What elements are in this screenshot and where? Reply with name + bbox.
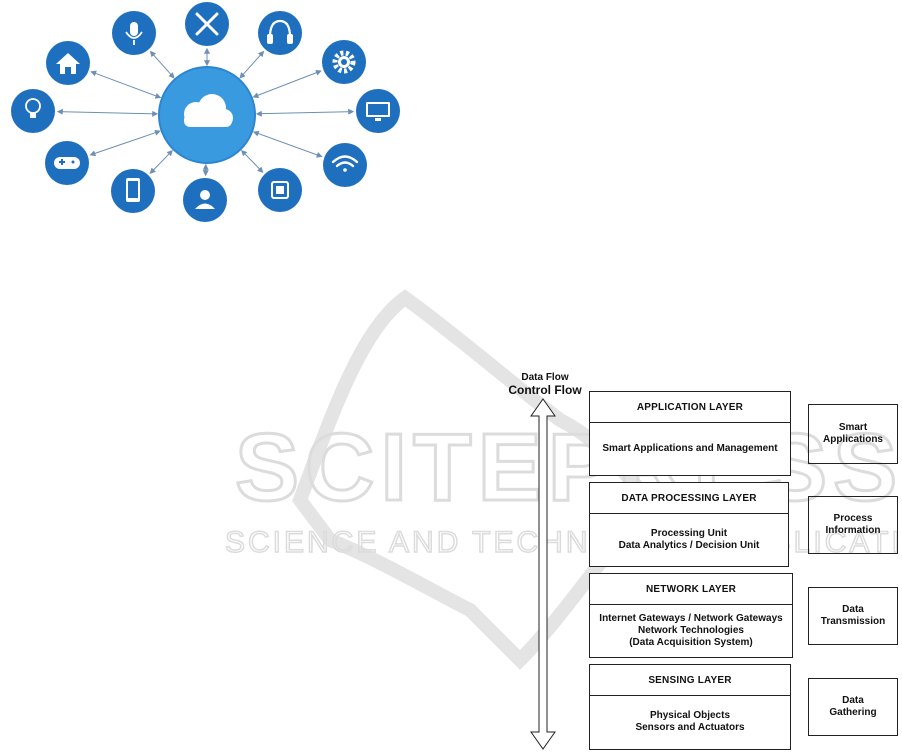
- flow-label: Data Flow Control Flow: [500, 372, 590, 397]
- user-icon: [195, 190, 215, 209]
- control-flow-label: Control Flow: [508, 383, 582, 397]
- gamepad-icon: [54, 157, 80, 169]
- node-smartphone: [111, 169, 155, 213]
- spoke-arrow-home: [90, 70, 162, 99]
- light-bulb-icon: [25, 98, 41, 118]
- spoke-arrow-smartphone: [149, 149, 173, 174]
- spoke-arrow-gear: [252, 69, 322, 99]
- cloud-icon: [184, 94, 233, 127]
- watermark-main-text: SCITEPRESS: [235, 414, 902, 521]
- node-wifi: [323, 143, 367, 187]
- application-layer-body: Smart Applications and Management: [602, 442, 778, 454]
- data-processing-layer-title: DATA PROCESSING LAYER: [590, 483, 788, 514]
- spoke-arrow-gamepad: [89, 129, 161, 157]
- node-headphones: [258, 11, 302, 55]
- wifi-icon: [331, 155, 359, 172]
- node-light-bulb: [11, 89, 55, 133]
- smartphone-icon: [126, 178, 140, 202]
- application-layer-title: APPLICATION LAYER: [590, 392, 790, 423]
- flow-double-arrow: [530, 398, 556, 750]
- spoke-arrow-wifi: [252, 130, 323, 158]
- network-layer-title: NETWORK LAYER: [590, 574, 792, 605]
- sensing-layer-title: SENSING LAYER: [590, 665, 790, 696]
- watermark-sub-text: SCIENCE AND TECHNOLOGY PUBLICATIONS: [225, 526, 902, 559]
- iot-hub-diagram: [11, 2, 400, 222]
- spoke-arrow-monitor: [255, 108, 355, 117]
- microphone-icon: [125, 22, 143, 45]
- spoke-arrow-headphones: [239, 50, 265, 79]
- node-microphone: [112, 11, 156, 55]
- tools-icon: [195, 12, 219, 36]
- chip-icon: [271, 181, 289, 199]
- spoke-arrow-microphone: [149, 50, 175, 79]
- headphones-icon: [267, 19, 293, 44]
- node-tools: [185, 2, 229, 46]
- monitor-icon: [366, 102, 390, 121]
- node-monitor: [356, 89, 400, 133]
- home-icon: [56, 53, 80, 74]
- cloud-hub: [158, 66, 256, 164]
- spoke-arrow-light-bulb: [56, 108, 159, 117]
- data-flow-label: Data Flow: [521, 372, 569, 383]
- application-layer: APPLICATION LAYER Smart Applications and…: [589, 391, 791, 476]
- node-gamepad: [45, 141, 89, 185]
- network-layer: NETWORK LAYER Internet Gateways / Networ…: [589, 573, 793, 658]
- node-home: [46, 41, 90, 85]
- spoke-arrow-chip: [241, 149, 264, 173]
- node-gear: [322, 40, 366, 84]
- gear-icon: [332, 50, 356, 74]
- node-user: [183, 178, 227, 222]
- node-chip: [258, 168, 302, 212]
